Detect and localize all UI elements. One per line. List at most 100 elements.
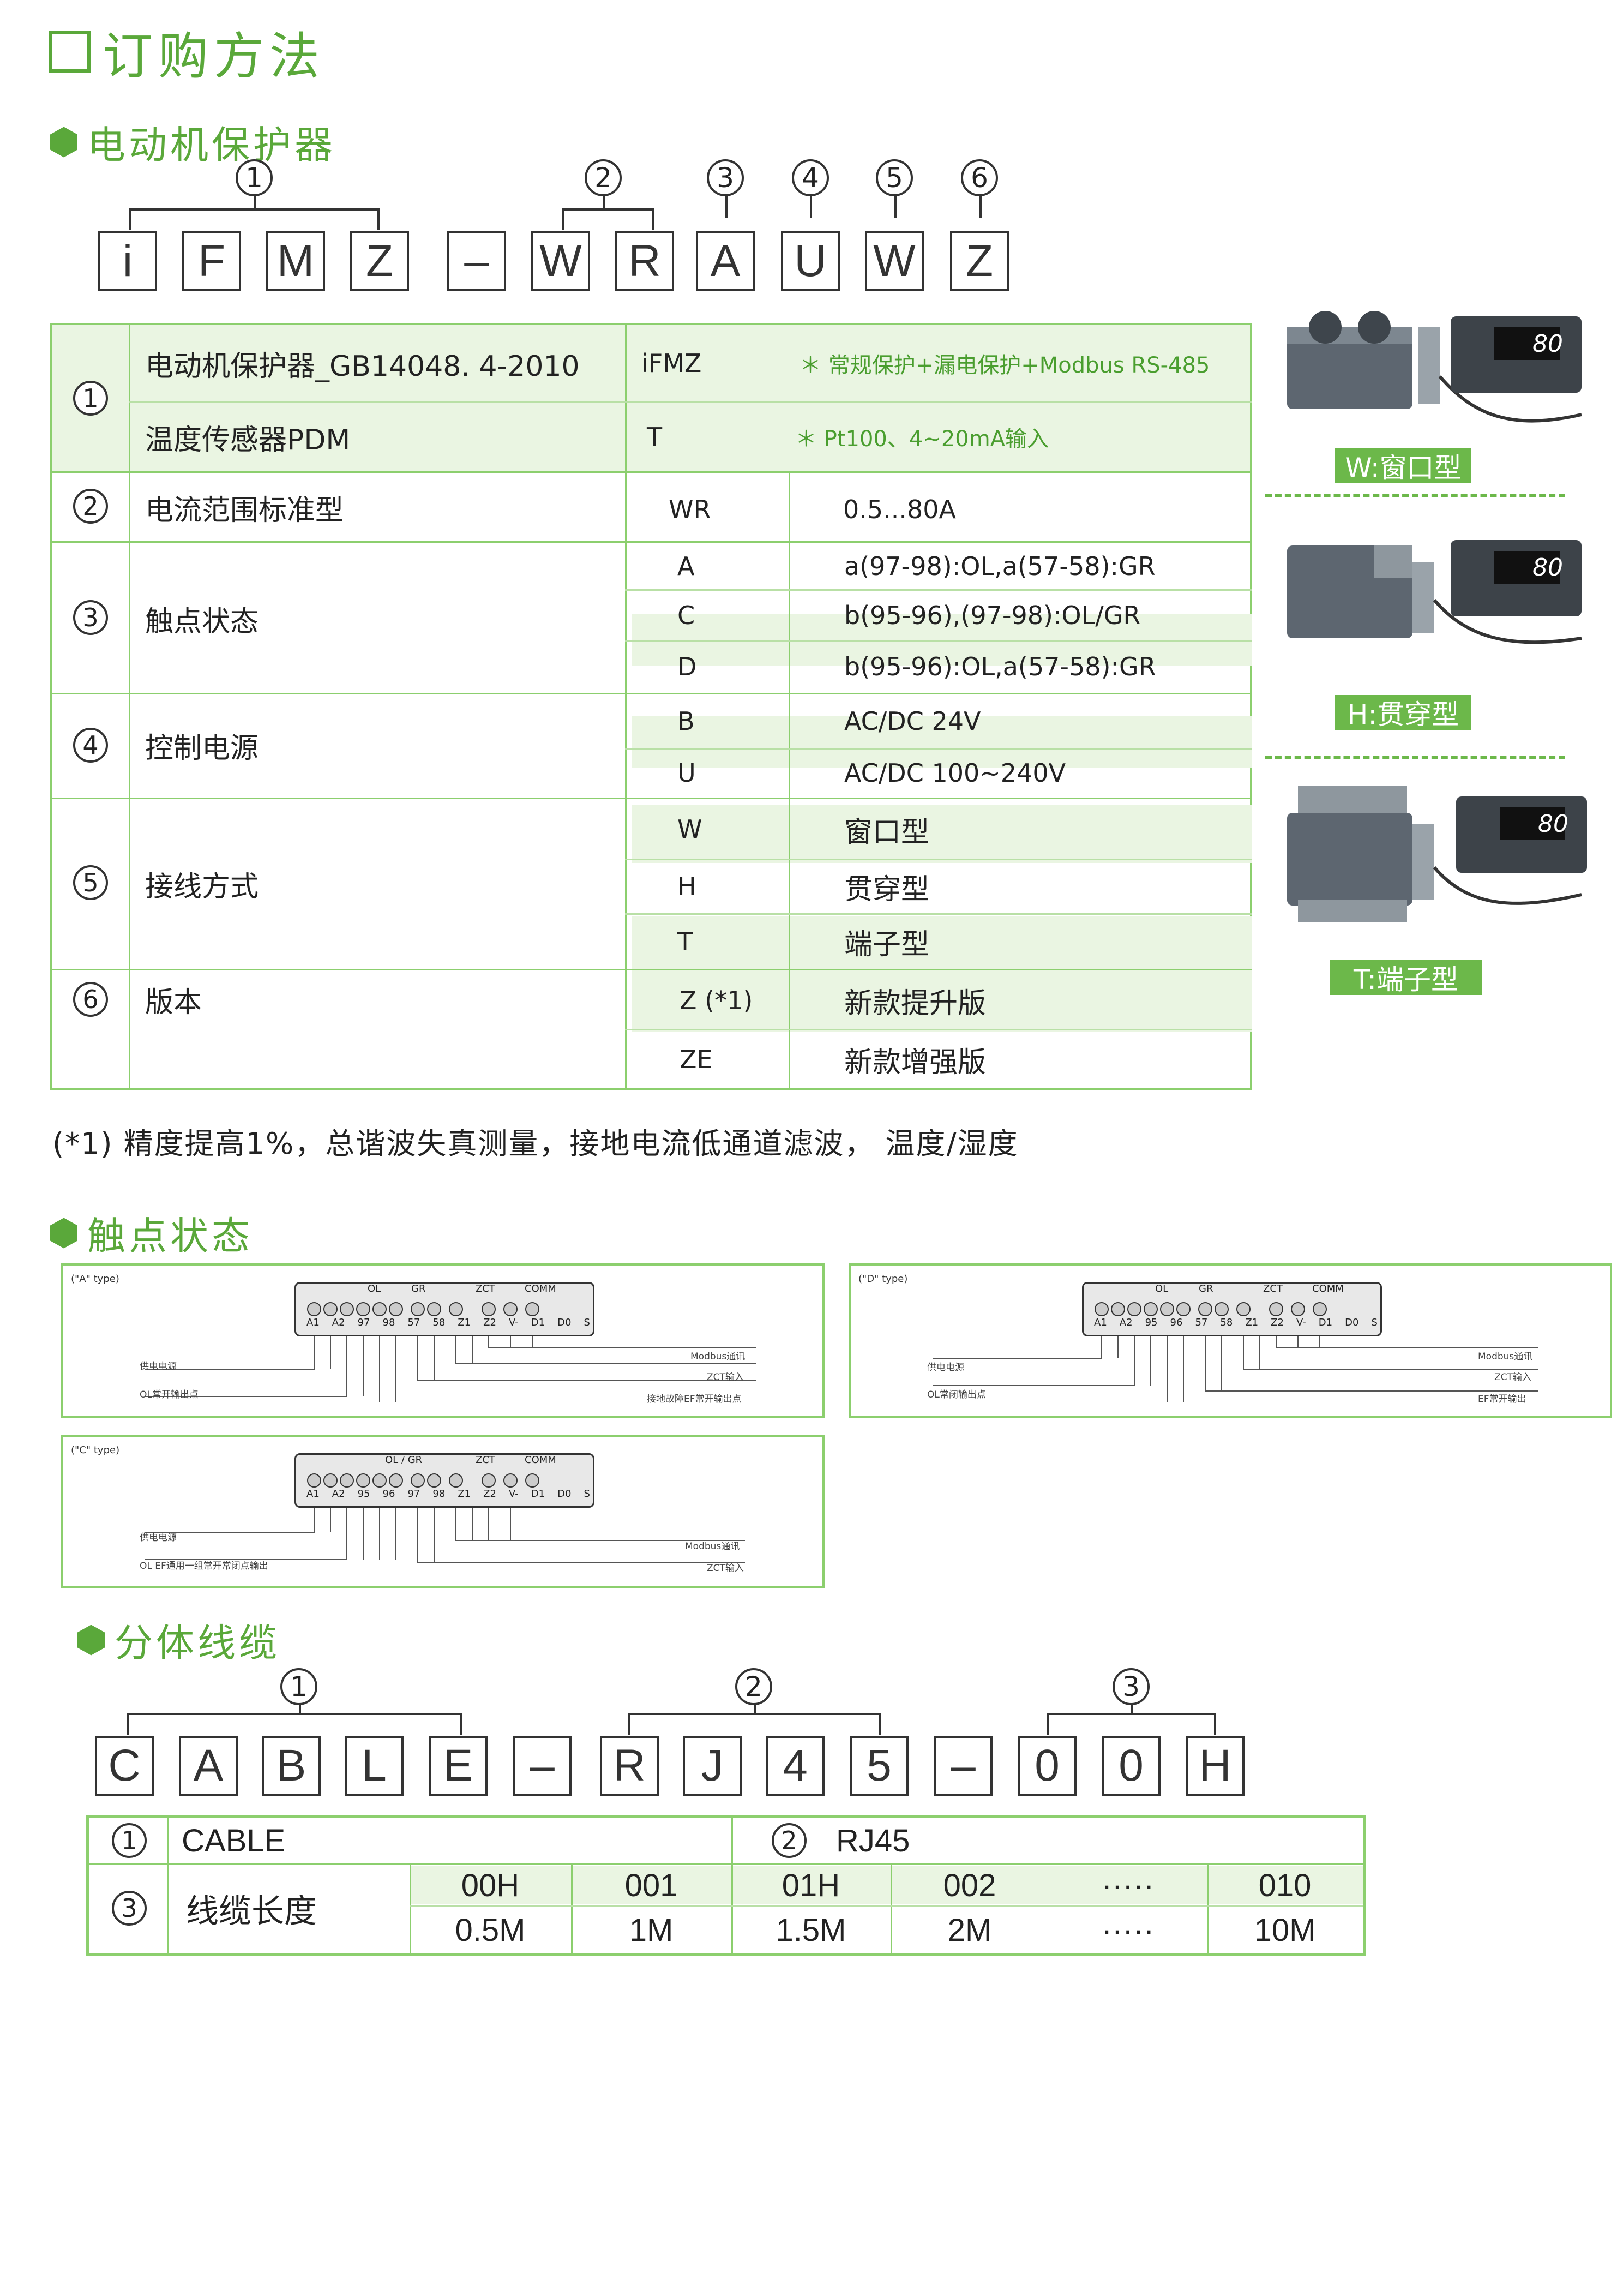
bracket-1 xyxy=(127,1713,462,1735)
product-image-terminal: 80 xyxy=(1287,786,1587,922)
product-label: H:贯穿型 xyxy=(1335,695,1471,730)
item-code: D xyxy=(677,652,697,681)
terminal-label: 58 xyxy=(1220,1317,1233,1328)
item-code: WR xyxy=(669,495,711,524)
terminal-label: 96 xyxy=(1170,1317,1183,1328)
terminal-label: S xyxy=(1371,1317,1378,1328)
terminal-header: GR xyxy=(1199,1283,1213,1294)
circle-number: 5 xyxy=(876,159,913,196)
section-heading-motor-protector: 电动机保护器 xyxy=(50,115,336,170)
wiring-note: OL EF通用一组常开常闭点输出 xyxy=(140,1561,268,1572)
code-char-box: E xyxy=(429,1736,488,1796)
product-image-window: 80 xyxy=(1287,311,1582,423)
terminal-labels: A1 A2 95 96 57 58 Z1 Z2 V- D1 D0 S xyxy=(1094,1317,1378,1328)
circle-number: 6 xyxy=(961,159,998,196)
length-code: 01H xyxy=(782,1867,840,1903)
item-desc: 端子型 xyxy=(844,928,930,961)
wiring-note: ZCT输入 xyxy=(1494,1372,1531,1383)
item-code: T xyxy=(677,927,693,956)
bracket-stem xyxy=(754,1703,756,1714)
section-title: 分体线缆 xyxy=(115,1621,280,1665)
wiring-note: 接地故障EF常开输出点 xyxy=(647,1394,742,1405)
length-value: 1.5M xyxy=(776,1912,846,1948)
code-char-box: Z xyxy=(350,231,409,291)
bracket-3 xyxy=(1047,1713,1216,1735)
bracket-1 xyxy=(129,208,380,230)
wiring-note: EF常开输出 xyxy=(1478,1394,1526,1405)
item-desc: 贯穿型 xyxy=(844,873,930,906)
panel-type: ("C" type) xyxy=(71,1444,120,1456)
terminal-label: D1 xyxy=(1318,1317,1333,1328)
terminal-label: Z2 xyxy=(483,1488,496,1500)
item-code: ZE xyxy=(680,1045,713,1074)
code-char-box: L xyxy=(345,1736,404,1796)
circle-number: 1 xyxy=(280,1668,317,1705)
hexagon-bullet-icon xyxy=(50,1218,77,1249)
section-heading-contact-status: 触点状态 xyxy=(50,1206,253,1261)
section-heading-split-cable: 分体线缆 xyxy=(77,1612,280,1668)
terminal-label: 57 xyxy=(1195,1317,1208,1328)
terminal-label: S xyxy=(584,1317,590,1328)
bracket-stem xyxy=(810,196,812,218)
terminal-label: D0 xyxy=(557,1488,572,1500)
code-char-box: – xyxy=(513,1736,572,1796)
terminal-labels: A1 A2 95 96 97 98 Z1 Z2 V- D1 D0 S xyxy=(306,1488,590,1500)
bracket-stem xyxy=(254,196,256,209)
page-title-text: 订购方法 xyxy=(103,27,326,86)
code-char-box: R xyxy=(615,231,674,291)
terminal-label: A2 xyxy=(1119,1317,1133,1328)
item-desc: AC/DC 24V xyxy=(844,706,981,736)
terminal-label: D0 xyxy=(557,1317,572,1328)
wiring-note: Modbus通讯 xyxy=(1478,1351,1533,1362)
panel-type: ("A" type) xyxy=(71,1273,119,1285)
item-name: 电流范围标准型 xyxy=(145,494,344,527)
terminal-header: COMM xyxy=(1312,1283,1344,1294)
terminal-label: Z1 xyxy=(1245,1317,1259,1328)
terminal-label: D0 xyxy=(1345,1317,1359,1328)
terminal-header: OL xyxy=(368,1283,381,1294)
code-char-box: Z xyxy=(950,231,1009,291)
terminal-header: OL / GR xyxy=(385,1454,423,1466)
cable-name: CABLE xyxy=(182,1823,286,1859)
length-value: 1M xyxy=(629,1912,674,1948)
code-char-box: – xyxy=(934,1736,993,1796)
terminal-labels: A1 A2 97 98 57 58 Z1 Z2 V- D1 D0 S xyxy=(306,1317,590,1328)
row-number: 3 xyxy=(112,1891,147,1926)
code-char-box: W xyxy=(865,231,924,291)
code-char-box: 0 xyxy=(1018,1736,1077,1796)
length-code: ····· xyxy=(1101,1867,1155,1903)
wiring-note: OL常开输出点 xyxy=(140,1389,199,1400)
terminal-label: Z1 xyxy=(458,1317,471,1328)
code-char-box: 0 xyxy=(1102,1736,1161,1796)
wiring-lines xyxy=(145,1302,756,1402)
length-code: 002 xyxy=(943,1867,996,1903)
code-char-box: R xyxy=(600,1736,659,1796)
item-name: 温度传感器PDM xyxy=(145,423,351,457)
bracket-stem xyxy=(1131,1703,1133,1714)
terminal-label: 95 xyxy=(1145,1317,1158,1328)
code-char-box: F xyxy=(182,231,241,291)
code-char-box: W xyxy=(531,231,590,291)
terminal-label: S xyxy=(584,1488,590,1500)
product-image-through: 80 xyxy=(1287,540,1582,644)
terminal-label: 97 xyxy=(357,1317,370,1328)
terminal-label: Z2 xyxy=(483,1317,496,1328)
item-desc: 新款提升版 xyxy=(844,987,987,1020)
code-char-box: A xyxy=(696,231,755,291)
terminal-header: ZCT xyxy=(1263,1283,1283,1294)
item-note: ＊ 常规保护+漏电保护+Modbus RS-485 xyxy=(800,353,1210,378)
row-number: 5 xyxy=(73,865,108,900)
code-char-box: i xyxy=(98,231,157,291)
square-icon xyxy=(49,31,91,73)
wiring-note: Modbus通讯 xyxy=(685,1541,740,1552)
section-title: 触点状态 xyxy=(87,1214,253,1258)
wiring-note: 供电电源 xyxy=(140,1532,177,1543)
code-char-box: – xyxy=(447,231,506,291)
length-value: ····· xyxy=(1101,1912,1155,1948)
svg-text:80: 80 xyxy=(1538,810,1568,838)
terminal-label: 97 xyxy=(407,1488,420,1500)
svg-text:80: 80 xyxy=(1532,330,1563,358)
contact-panel-a: ("A" type) OL GR ZCT COMM A1 A2 97 98 57… xyxy=(61,1263,825,1418)
item-code: U xyxy=(677,758,696,788)
bracket-stem xyxy=(299,1703,301,1714)
